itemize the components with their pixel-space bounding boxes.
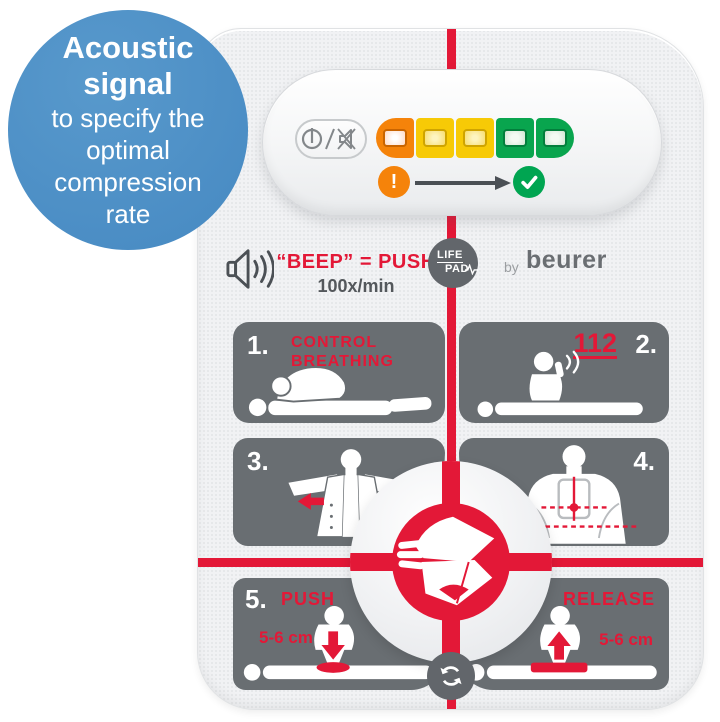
beep-equals-push-label: “BEEP” = PUSH: [276, 251, 436, 273]
step-1-number: 1.: [247, 330, 269, 360]
callout-body-line3: compression: [54, 167, 202, 197]
step-3-number: 3.: [247, 446, 269, 476]
callout-title-line1: Acoustic: [62, 30, 194, 65]
release-depth-label: 5-6 cm: [599, 630, 653, 649]
callout-body-line4: rate: [105, 199, 151, 229]
brand-by-text: by: [504, 259, 519, 275]
light-yellow-1: [416, 118, 454, 158]
callout-body-line1: to specify the: [51, 103, 205, 133]
press-point-circle: [392, 503, 510, 621]
call-emergency-illustration: [477, 350, 643, 418]
step-1-title-line1: CONTROL: [291, 334, 378, 351]
light-window: [543, 129, 567, 147]
light-yellow-2: [456, 118, 494, 158]
emergency-number-112: 112: [573, 328, 617, 359]
repeat-icon: [440, 666, 462, 686]
push-depth-label: 5-6 cm: [259, 628, 313, 647]
callout-title-line2: signal: [83, 66, 173, 101]
light-window: [423, 129, 447, 147]
lifepad-logo: LIFE PAD: [428, 238, 478, 288]
power-mute-icon: [301, 128, 356, 150]
pressure-dome: [350, 461, 552, 663]
control-panel: !: [262, 69, 662, 216]
light-window: [383, 129, 407, 147]
power-mute-button[interactable]: [295, 119, 367, 159]
acoustic-instruction: “BEEP” = PUSH 100x/min: [272, 251, 440, 297]
check-icon: [513, 166, 545, 198]
step-2-panel: 112 2.: [459, 322, 669, 423]
acoustic-signal-callout: Acoustic signal to specify the optimal c…: [8, 10, 248, 250]
repeat-cycle-badge: [427, 652, 475, 700]
logo-pad-text: PAD: [445, 263, 469, 275]
compression-rate-label: 100x/min: [317, 276, 395, 296]
release-compression-illustration: [467, 605, 657, 681]
release-label: RELEASE: [562, 589, 655, 609]
step-4-number: 4.: [633, 446, 655, 476]
logo-life-text: LIFE: [437, 249, 463, 263]
heartbeat-pulse-icon: [465, 264, 478, 275]
brand-beurer-wordmark: beurer: [526, 246, 607, 274]
cpr-hands-icon: [396, 516, 495, 606]
light-window: [463, 129, 487, 147]
speaker-icon: [226, 247, 275, 296]
exclamation-icon: !: [378, 166, 410, 198]
step-1-panel: 1. CONTROL BREATHING: [233, 322, 445, 423]
light-orange: [376, 118, 414, 158]
check-breathing-illustration: [248, 366, 432, 417]
step-2-number: 2.: [635, 329, 657, 359]
light-green-2: [536, 118, 574, 158]
arrow-right-icon: [415, 175, 511, 196]
step-1-title-line2: BREATHING: [291, 353, 394, 370]
push-label: PUSH: [281, 589, 336, 609]
step-5-number: 5.: [245, 584, 267, 614]
light-green-1: [496, 118, 534, 158]
red-cross-vertical-line: [447, 29, 456, 709]
compression-rate-lights: [376, 118, 574, 158]
light-window: [503, 129, 527, 147]
callout-body-line2: optimal: [86, 135, 170, 165]
push-compression-illustration: [243, 605, 433, 681]
